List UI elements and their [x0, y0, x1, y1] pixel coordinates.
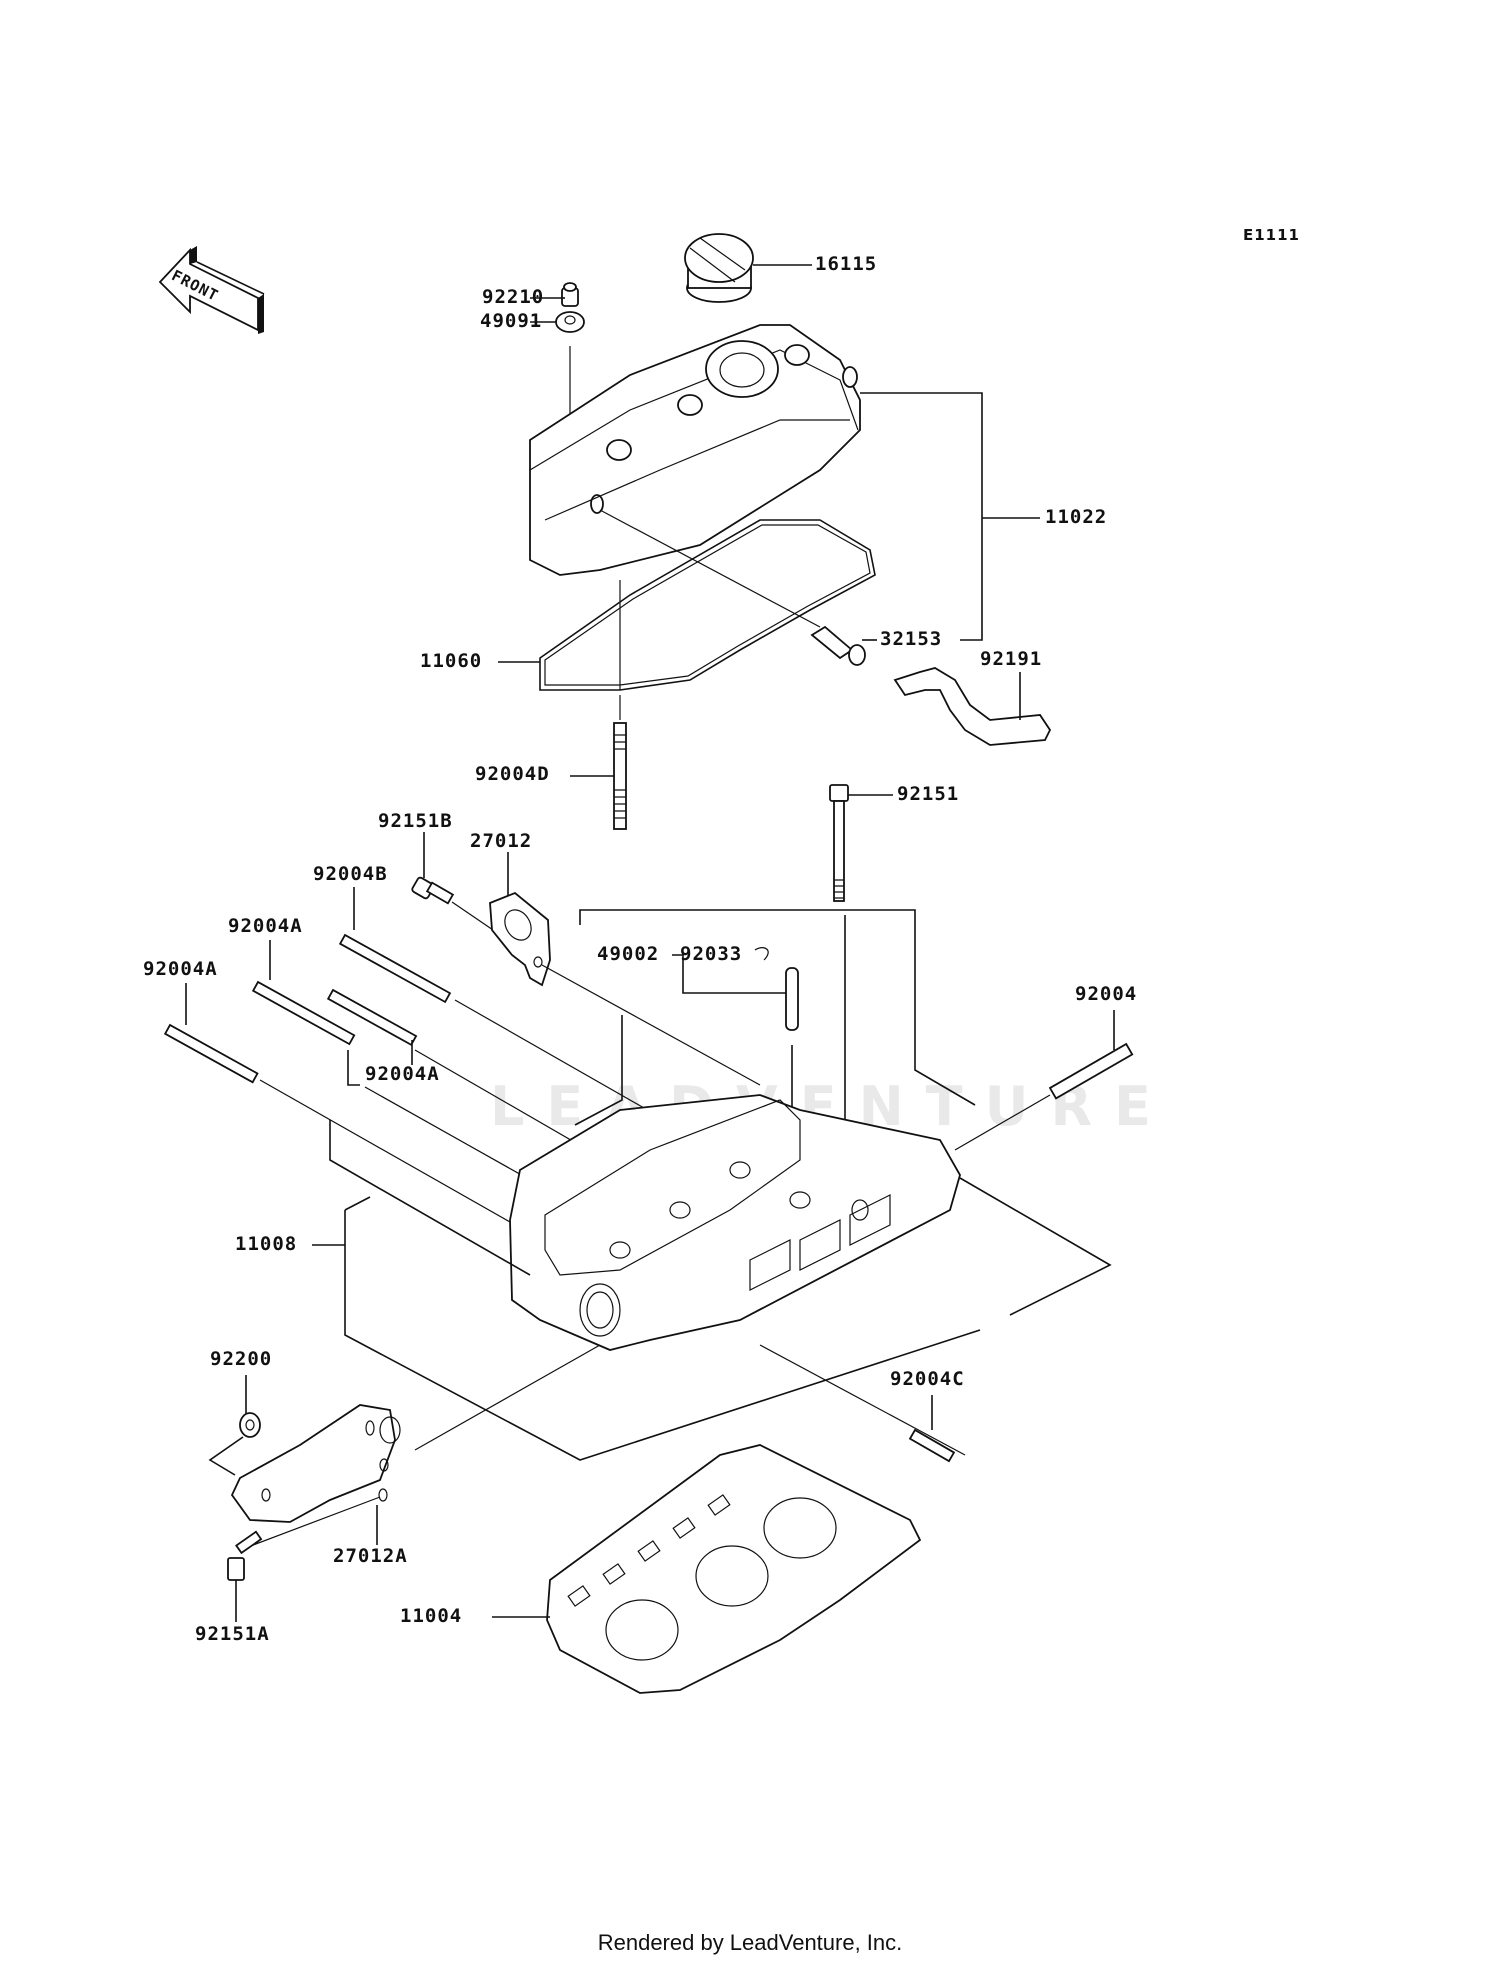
head-bolt-icon [829, 784, 893, 1170]
stud-92004d-icon [570, 695, 627, 830]
head-gasket-icon [492, 1444, 922, 1694]
part-label-27012a[interactable]: 27012A [333, 1545, 408, 1567]
cap-nut-icon [530, 282, 585, 450]
breather-hose-icon [893, 667, 1052, 746]
part-label-11060[interactable]: 11060 [420, 650, 483, 672]
part-label-92151b[interactable]: 92151B [378, 810, 453, 832]
cylinder-head-icon [312, 1094, 1112, 1461]
part-label-27012[interactable]: 27012 [470, 830, 533, 852]
part-label-92004a-lower[interactable]: 92004A [365, 1063, 440, 1085]
part-label-16115[interactable]: 16115 [815, 253, 878, 275]
stud-92004c-icon [908, 1395, 956, 1463]
diagram-code: E1111 [1243, 226, 1300, 244]
part-label-92004a-left[interactable]: 92004A [143, 958, 218, 980]
part-label-49002[interactable]: 49002 [597, 943, 660, 965]
pipe-icon [599, 509, 877, 666]
oil-filler-cap-icon [684, 233, 812, 303]
lifting-bracket-icon [208, 1344, 601, 1622]
part-label-92210[interactable]: 92210 [482, 286, 545, 308]
cover-gasket-icon [498, 519, 876, 691]
part-label-92151a[interactable]: 92151A [195, 1623, 270, 1645]
part-label-92004a-upper[interactable]: 92004A [228, 915, 303, 937]
stud-92004-right-icon [954, 1010, 1134, 1151]
part-label-92004c[interactable]: 92004C [890, 1368, 965, 1390]
part-label-92004d[interactable]: 92004D [475, 763, 550, 785]
part-label-92004b[interactable]: 92004B [313, 863, 388, 885]
part-label-49091[interactable]: 49091 [480, 310, 543, 332]
cylinder-head-cover-icon [529, 324, 1040, 641]
part-label-92191[interactable]: 92191 [980, 648, 1043, 670]
part-label-11008[interactable]: 11008 [235, 1233, 298, 1255]
part-label-11022[interactable]: 11022 [1045, 506, 1108, 528]
part-label-92033[interactable]: 92033 [680, 943, 743, 965]
bracket-27012-icon [411, 832, 761, 1086]
part-label-32153[interactable]: 32153 [880, 628, 943, 650]
front-arrow-icon [158, 246, 265, 334]
part-label-92004[interactable]: 92004 [1075, 983, 1138, 1005]
footer-credit: Rendered by LeadVenture, Inc. [597, 1930, 903, 1955]
part-label-92151[interactable]: 92151 [897, 783, 960, 805]
part-label-92200[interactable]: 92200 [210, 1348, 273, 1370]
part-label-11004[interactable]: 11004 [400, 1605, 463, 1627]
